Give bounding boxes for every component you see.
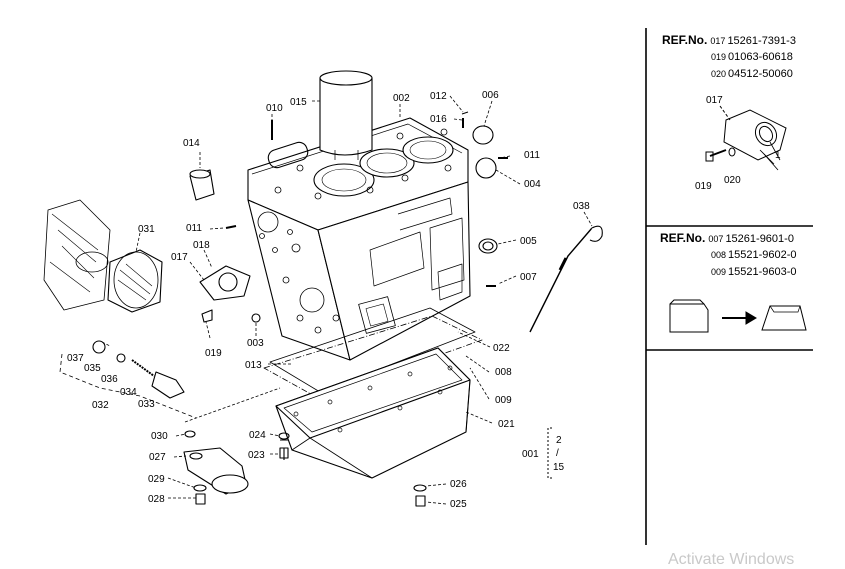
- part-label: 030: [151, 431, 168, 442]
- part-label: 012: [430, 91, 447, 102]
- detail-label-017: 017: [706, 95, 723, 106]
- detail-label-020: 020: [724, 175, 741, 186]
- qty-bracket: [547, 427, 552, 479]
- part-label: 027: [149, 452, 166, 463]
- part-label: 010: [266, 103, 283, 114]
- part-label: 019: [205, 348, 222, 359]
- part-label: 018: [193, 240, 210, 251]
- qty-top: 2: [556, 435, 562, 446]
- gasket-008: [269, 307, 476, 393]
- ref-number: 020: [711, 69, 727, 79]
- qty-bottom: 15: [553, 462, 565, 473]
- part-label: 002: [393, 93, 410, 104]
- part-label: 004: [524, 179, 541, 190]
- part-label: 037: [67, 353, 84, 364]
- part-label: 024: [249, 430, 266, 441]
- part-label: 013: [245, 360, 262, 371]
- part-label: 023: [248, 450, 265, 461]
- part-label: 022: [493, 343, 510, 354]
- part-label: 011: [186, 223, 202, 234]
- part-label: 005: [520, 236, 537, 247]
- part-label: 032: [92, 400, 109, 411]
- ref-number: 009: [711, 267, 727, 277]
- part-label: 007: [520, 272, 537, 283]
- ref-number: 019: [711, 52, 727, 62]
- part-label: 021: [498, 419, 515, 430]
- part-label: 029: [148, 474, 165, 485]
- part-number: 15521-9603-0: [728, 266, 797, 278]
- part-label: 015: [290, 97, 307, 108]
- part-number: 15261-9601-0: [725, 233, 794, 245]
- ref-number: 008: [711, 250, 727, 260]
- part-label: 014: [183, 138, 200, 149]
- ref-label: REF.No.: [660, 231, 706, 245]
- part-label: 016: [430, 114, 447, 125]
- ref-label: REF.No.: [662, 33, 708, 47]
- part-label: 038: [573, 201, 590, 212]
- part-label: 033: [138, 399, 155, 410]
- part-label: 025: [450, 499, 467, 510]
- part-label: 011: [524, 150, 540, 161]
- part-label: 034: [120, 387, 137, 398]
- qty-sep: /: [556, 448, 559, 459]
- cylinder-block: [247, 117, 471, 361]
- dipstick: [529, 225, 603, 333]
- part-label: 003: [247, 338, 264, 349]
- oil-filter-cartridge: [319, 70, 373, 160]
- part-label: 028: [148, 494, 165, 505]
- ref-number: 017: [710, 36, 726, 46]
- part-label: 035: [84, 363, 101, 374]
- cover-detail: [705, 105, 787, 171]
- oil-filter-housing: [43, 199, 163, 313]
- part-label: 006: [482, 90, 499, 101]
- part-labels: 010 015 002 012 016 006 011 004 014 011 …: [67, 90, 590, 510]
- drain-plug: [415, 495, 426, 507]
- ref-number: 007: [708, 234, 724, 244]
- detail-label-019: 019: [695, 181, 712, 192]
- activation-watermark: Activate Windows: [668, 551, 795, 568]
- part-label: 017: [171, 252, 188, 263]
- part-number: 04512-50060: [728, 68, 793, 80]
- part-label: 001: [522, 449, 539, 460]
- part-label: 031: [138, 224, 155, 235]
- part-number: 01063-60618: [728, 51, 793, 63]
- part-label: 008: [495, 367, 512, 378]
- oil-pan: [275, 347, 471, 479]
- part-number: 15521-9602-0: [728, 249, 797, 261]
- part-label: 036: [101, 374, 118, 385]
- oil-strainer: [183, 447, 249, 495]
- part-label: 026: [450, 479, 467, 490]
- part-label: 009: [495, 395, 512, 406]
- gasket-009: [263, 315, 483, 399]
- part-number: 15261-7391-3: [727, 35, 796, 47]
- supersession-graphic: [669, 299, 807, 333]
- detail-label-1: 1: [775, 150, 781, 161]
